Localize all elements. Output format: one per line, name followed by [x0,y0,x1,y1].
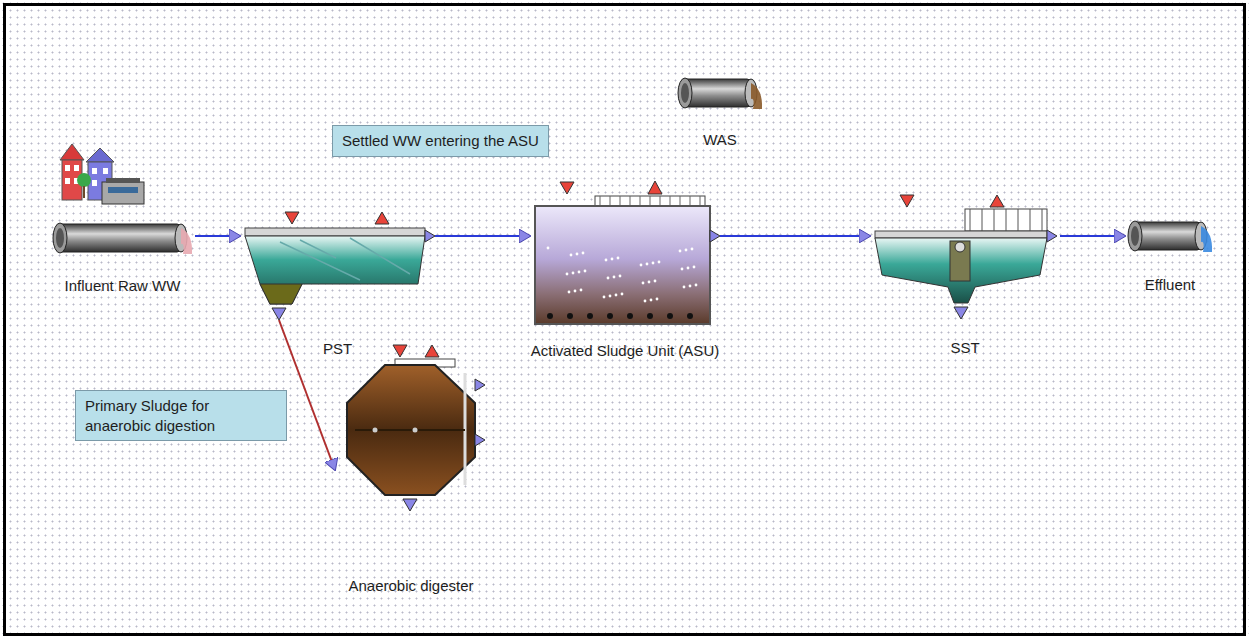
asu-icon [530,178,720,326]
was-icon [675,75,765,111]
callout-note: Primary Sludge for anaerobic digestion [75,390,287,441]
digester-icon [335,345,487,511]
unit-label: Activated Sludge Unit (ASU) [531,342,719,359]
flow-line [435,235,530,237]
flow-line [720,235,870,237]
unit-label: Anaerobic digester [348,577,473,594]
influent-icon [50,140,195,255]
aeration-tank: Activated Sludge Unit (ASU) [530,178,720,326]
secondary-clarifier: SST [870,195,1060,320]
unit-label: SST [950,339,979,356]
effluent-icon [1125,218,1215,254]
unit-label: PST [323,340,352,357]
unit-label: WAS [703,131,737,148]
unit-label: Effluent [1145,276,1196,293]
pst-icon [240,212,435,320]
note-text: Primary Sludge for anaerobic digestion [85,397,215,434]
flow-line [1060,235,1125,237]
effluent-pipe: Effluent [1125,218,1215,254]
flow-line [195,235,240,237]
callout-note: Settled WW entering the ASU [332,125,549,157]
unit-label: Influent Raw WW [65,277,181,294]
note-text: Settled WW entering the ASU [342,132,539,149]
anaerobic-digester: Anaerobic digester [335,345,487,511]
influent-source: Influent Raw WW [50,140,195,255]
sst-icon [870,195,1060,320]
sludge-pipe: WAS [675,75,765,111]
primary-settling-tank: PST [240,212,435,320]
